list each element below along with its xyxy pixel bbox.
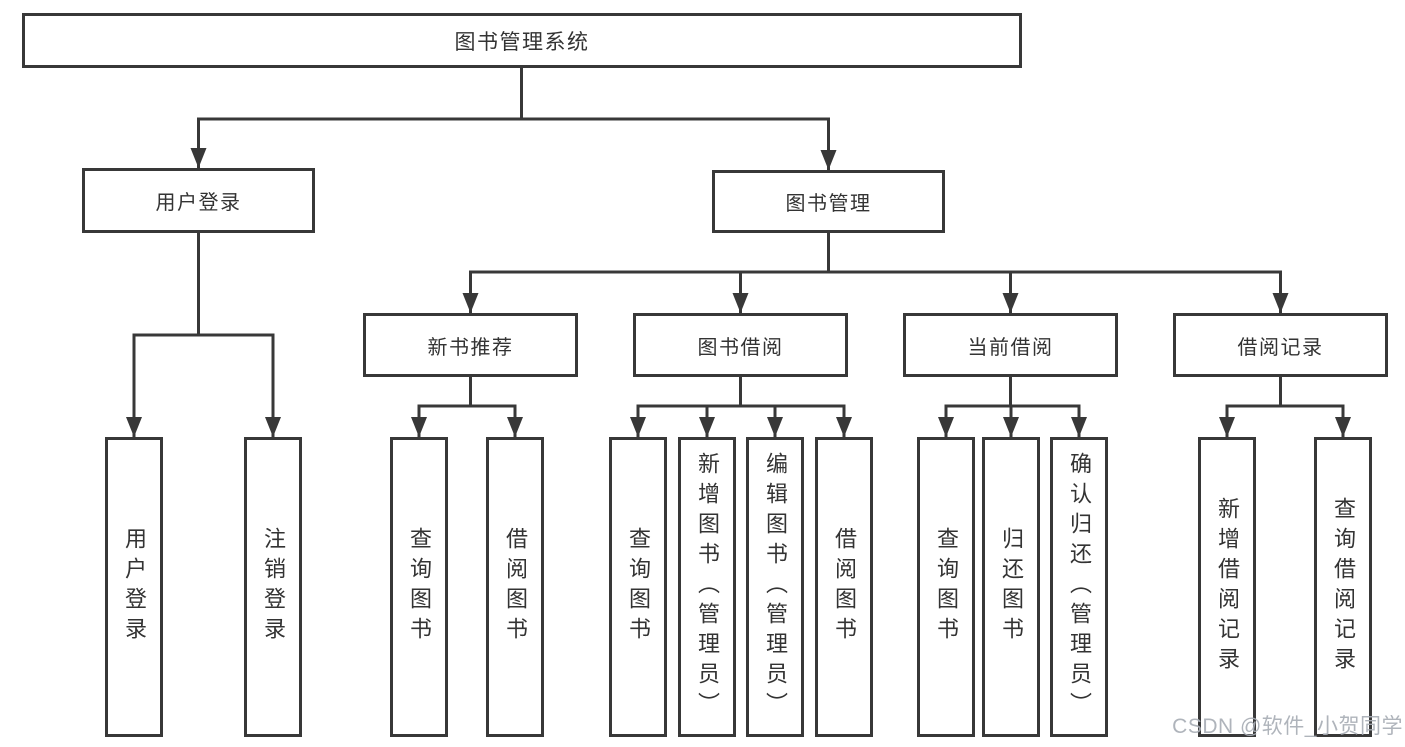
node-leaf-query-books-recommend: 查询图书	[390, 437, 448, 737]
node-label: 用户登录	[155, 192, 242, 214]
node-label: 新书推荐	[427, 336, 514, 359]
node-label: 借阅图书	[832, 527, 857, 647]
node-label: 图书借阅	[697, 336, 784, 359]
node-label: 查询图书	[407, 527, 432, 647]
node-label: 查询借阅记录	[1331, 497, 1356, 677]
node-current-borrowing: 当前借阅	[903, 313, 1118, 377]
node-leaf-borrow-books-recommend: 借阅图书	[486, 437, 544, 737]
node-library-system: 图书管理系统	[22, 13, 1022, 68]
node-label: 借阅图书	[503, 527, 528, 647]
node-label: 图书管理系统	[454, 30, 590, 54]
node-label: 借阅记录	[1237, 336, 1324, 359]
node-leaf-edit-book-admin: 编辑图书（管理员）	[746, 437, 804, 737]
node-leaf-logout: 注销登录	[244, 437, 302, 737]
node-label: 新增借阅记录	[1215, 497, 1240, 677]
node-label: 归还图书	[999, 527, 1024, 647]
node-user-login: 用户登录	[82, 168, 315, 233]
node-label: 确认归还（管理员）	[1067, 452, 1092, 722]
csdn-watermark: CSDN @软件_小贺同学	[1172, 715, 1403, 738]
node-label: 用户登录	[122, 527, 147, 647]
node-leaf-query-books-current: 查询图书	[917, 437, 975, 737]
node-leaf-add-book-admin: 新增图书（管理员）	[678, 437, 736, 737]
node-label: 注销登录	[261, 527, 286, 647]
node-leaf-return-books: 归还图书	[982, 437, 1040, 737]
node-label: 查询图书	[934, 527, 959, 647]
node-leaf-query-books-borrowing: 查询图书	[609, 437, 667, 737]
node-label: 新增图书（管理员）	[695, 452, 720, 722]
node-leaf-query-borrow-record: 查询借阅记录	[1314, 437, 1372, 737]
node-book-borrowing: 图书借阅	[633, 313, 848, 377]
node-label: 编辑图书（管理员）	[763, 452, 788, 722]
node-leaf-confirm-return-admin: 确认归还（管理员）	[1050, 437, 1108, 737]
node-label: 当前借阅	[967, 336, 1054, 359]
node-label: 图书管理	[785, 193, 872, 215]
node-book-management: 图书管理	[712, 170, 945, 233]
node-leaf-user-login: 用户登录	[105, 437, 163, 737]
node-borrow-records: 借阅记录	[1173, 313, 1388, 377]
node-label: 查询图书	[626, 527, 651, 647]
node-leaf-borrow-books: 借阅图书	[815, 437, 873, 737]
node-leaf-add-borrow-record: 新增借阅记录	[1198, 437, 1256, 737]
node-new-book-recommend: 新书推荐	[363, 313, 578, 377]
